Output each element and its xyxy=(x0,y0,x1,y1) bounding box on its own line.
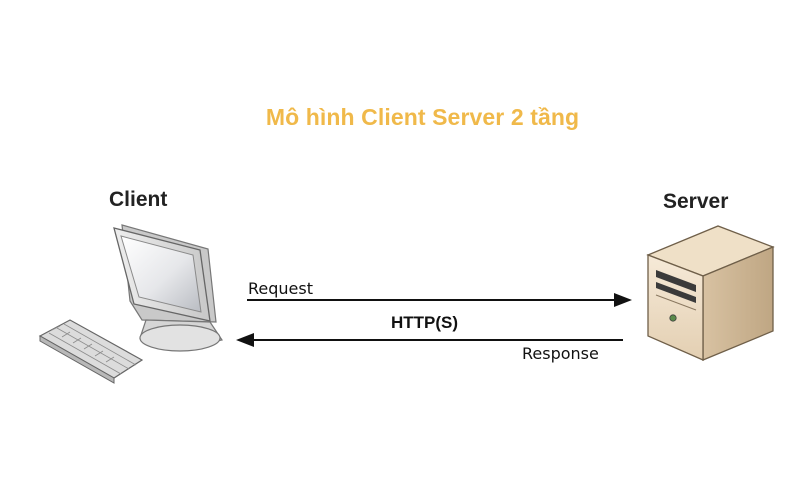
client-computer-icon xyxy=(38,224,223,384)
server-icon xyxy=(646,225,775,361)
request-label: Request xyxy=(248,279,313,298)
protocol-label: HTTP(S) xyxy=(391,313,459,332)
response-label: Response xyxy=(522,344,599,363)
server-label: Server xyxy=(663,190,729,213)
request-arrow xyxy=(247,293,632,307)
diagram-title: Mô hình Client Server 2 tầng xyxy=(265,104,580,130)
client-label: Client xyxy=(109,188,168,211)
keyboard-icon xyxy=(38,319,144,384)
response-arrow xyxy=(236,333,623,347)
